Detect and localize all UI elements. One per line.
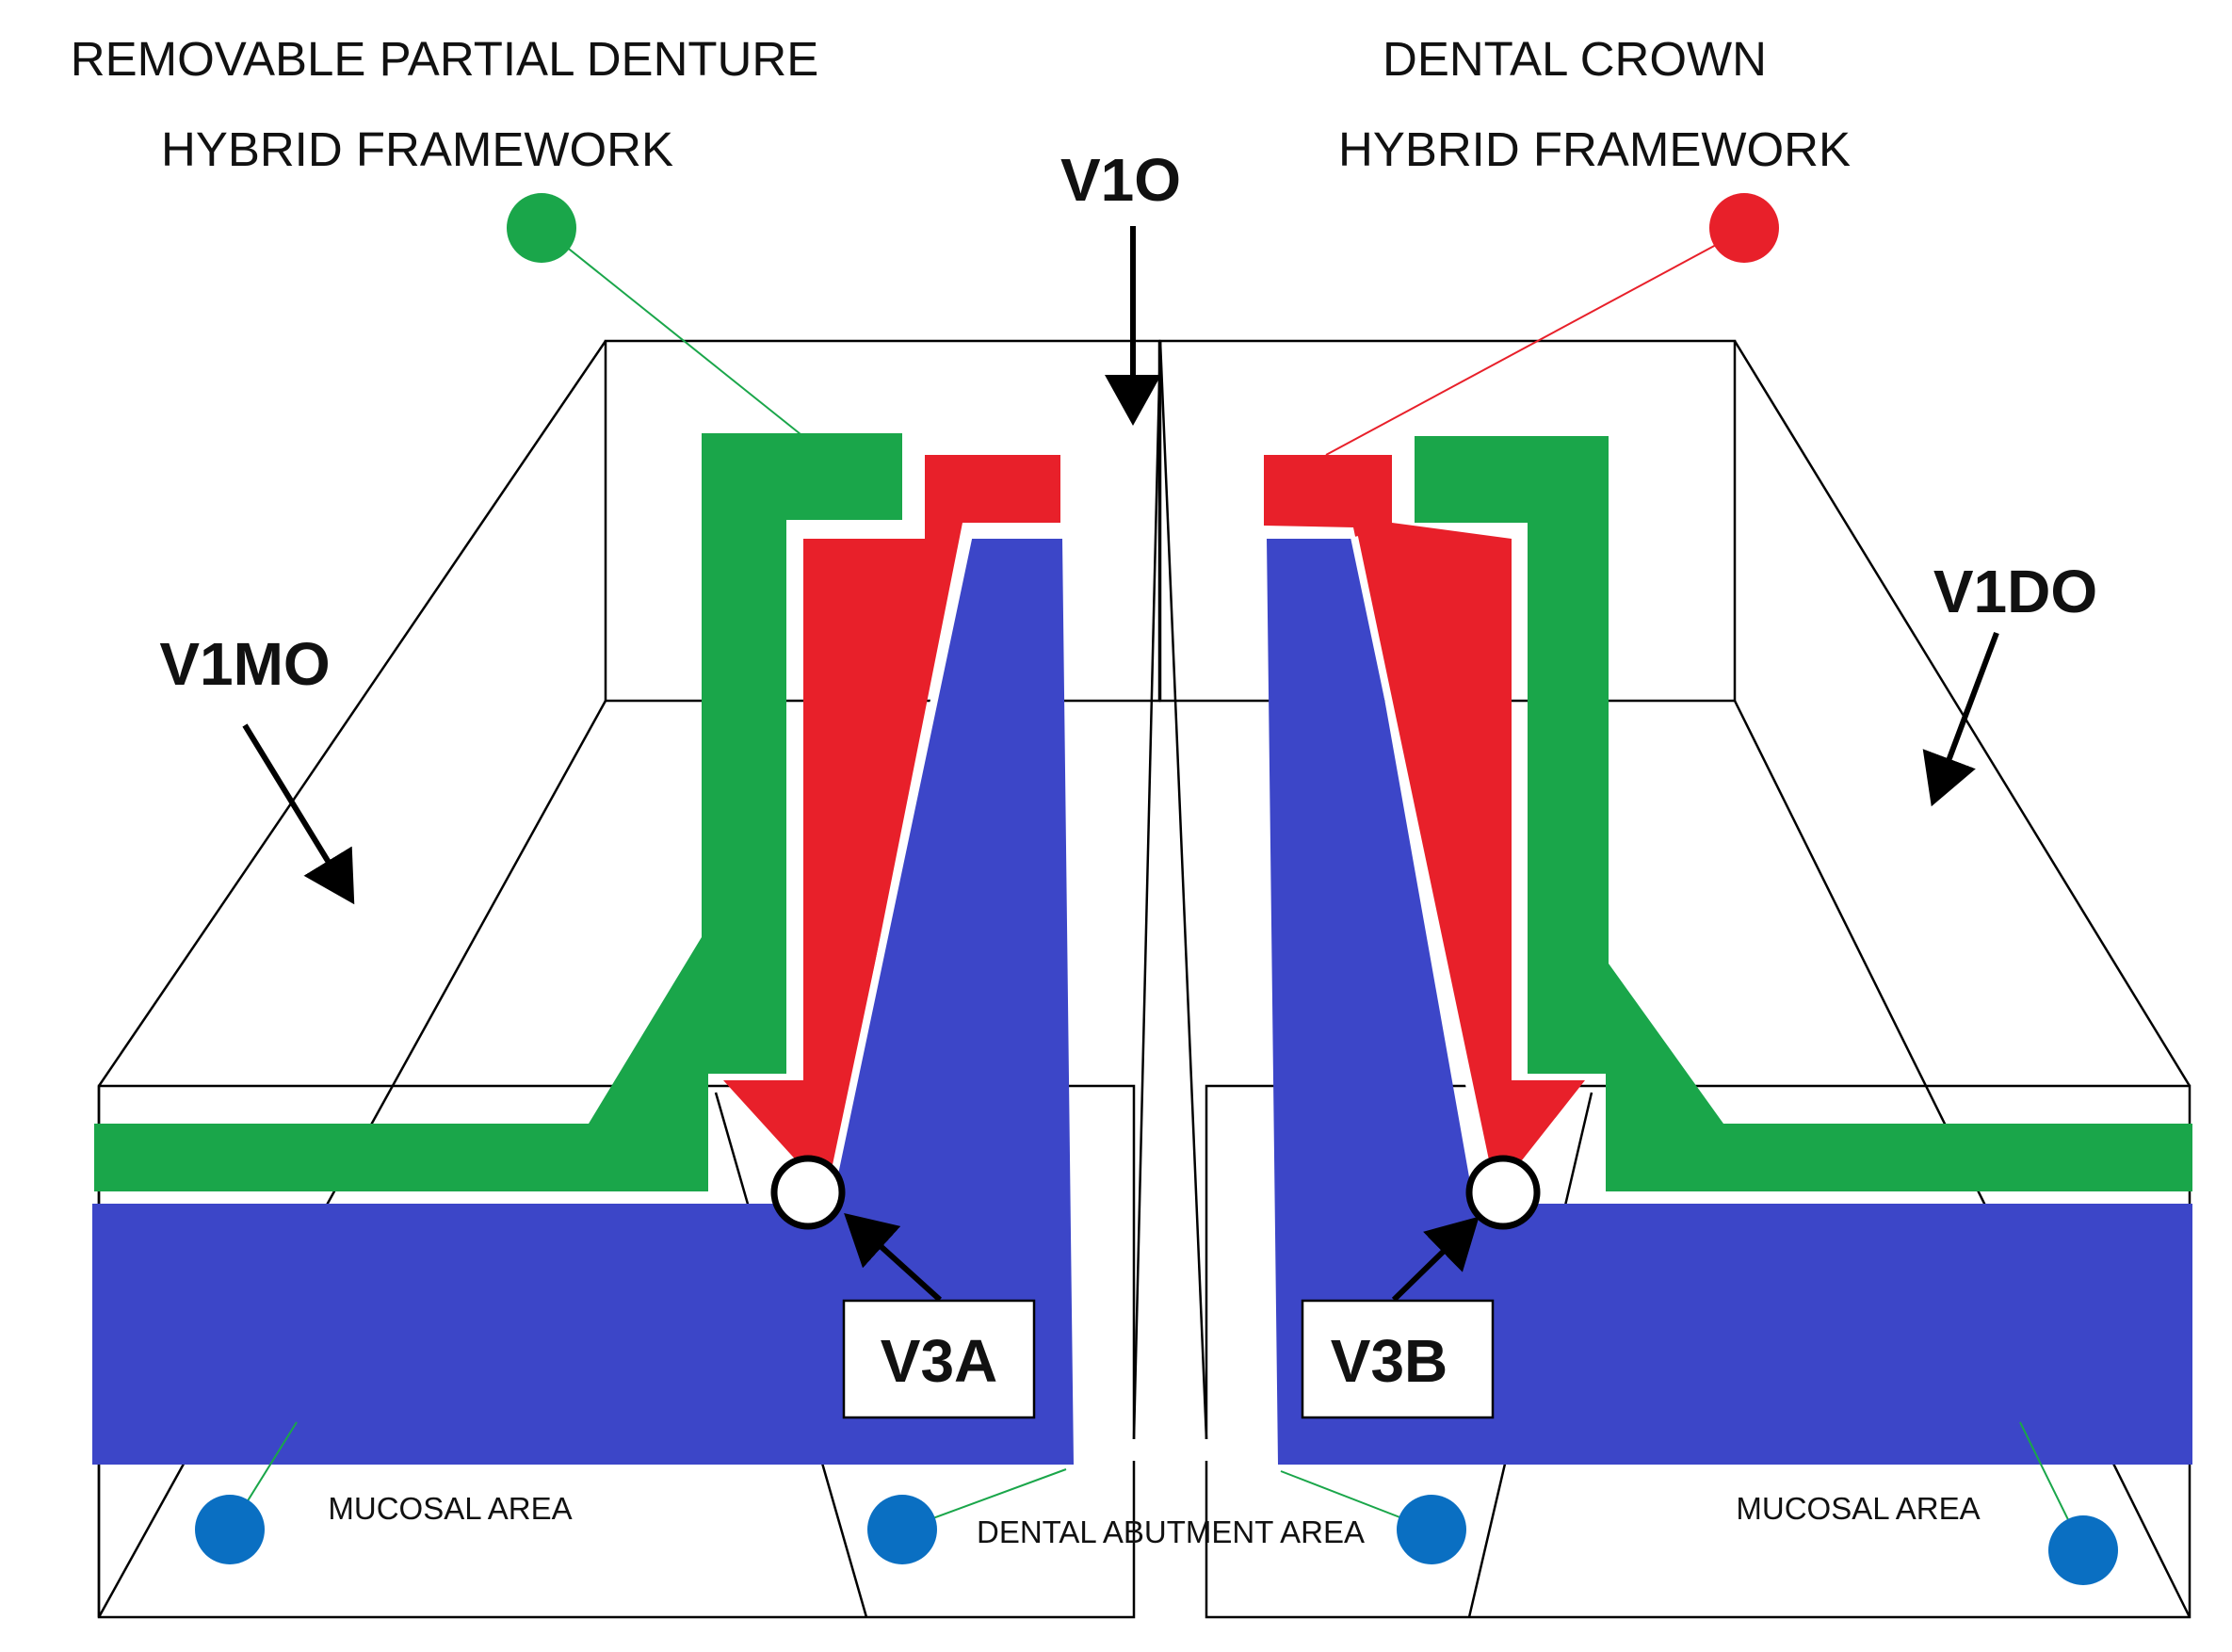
contact-point-a xyxy=(770,1155,846,1230)
center-line-left xyxy=(1132,340,1162,1440)
mucosal-area-left-label: MUCOSAL AREA xyxy=(328,1491,572,1526)
direction-arrows xyxy=(242,226,1999,1303)
crown-framework-right xyxy=(1264,455,1585,1196)
v1o-label: V1O xyxy=(1060,146,1181,214)
crown-heading-line2: HYBRID FRAMEWORK xyxy=(1338,122,1851,176)
v3b-box xyxy=(1301,1299,1495,1419)
v3b-label: V3B xyxy=(1331,1327,1448,1395)
rpd-heading-line1: REMOVABLE PARTIAL DENTURE xyxy=(71,32,818,86)
persp-left-outer xyxy=(97,340,607,1087)
v3b-arrow xyxy=(1391,1216,1480,1303)
v1mo-label: V1MO xyxy=(159,630,330,698)
gap-right xyxy=(1351,536,1497,1202)
rpd-heading-line2: HYBRID FRAMEWORK xyxy=(161,122,673,176)
v1mo-arrow xyxy=(242,723,355,905)
abutment-left-marker xyxy=(867,1495,937,1564)
persp-right-outer xyxy=(1733,340,2192,1087)
crown-marker-dot xyxy=(1709,193,1779,263)
v3a-arrow xyxy=(844,1212,943,1303)
mucosal-area-right-label: MUCOSAL AREA xyxy=(1736,1491,1980,1526)
v3a-label: V3A xyxy=(881,1327,998,1395)
red-leader xyxy=(1325,230,1743,456)
layer-gaps xyxy=(825,534,1497,1202)
rpd-marker-dot xyxy=(507,193,576,263)
green-leader xyxy=(545,230,806,439)
rpd-frameworks xyxy=(94,433,2192,1191)
mucosal-right-marker xyxy=(2048,1515,2118,1585)
mucosal-left-marker xyxy=(195,1495,265,1564)
crown-frameworks xyxy=(723,455,1585,1196)
v1do-label: V1DO xyxy=(1933,558,2097,625)
abutment-tooth-left xyxy=(92,539,1074,1465)
crown-heading-line1: DENTAL CROWN xyxy=(1383,32,1767,86)
v3a-box xyxy=(842,1299,1036,1419)
center-line-right xyxy=(1158,340,1208,1440)
rpd-framework-left xyxy=(94,433,902,1191)
abutment-right-marker xyxy=(1397,1495,1466,1564)
v1do-arrow xyxy=(1922,631,1999,807)
gap-left xyxy=(825,534,973,1202)
tissue-blocks xyxy=(92,539,2192,1465)
abutment-tooth-right xyxy=(1267,539,2192,1465)
rpd-framework-right xyxy=(1415,436,2192,1191)
crown-framework-left xyxy=(723,455,1060,1196)
contact-point-b xyxy=(1465,1155,1541,1230)
dental-abutment-area-label: DENTAL ABUTMENT AREA xyxy=(977,1514,1365,1549)
